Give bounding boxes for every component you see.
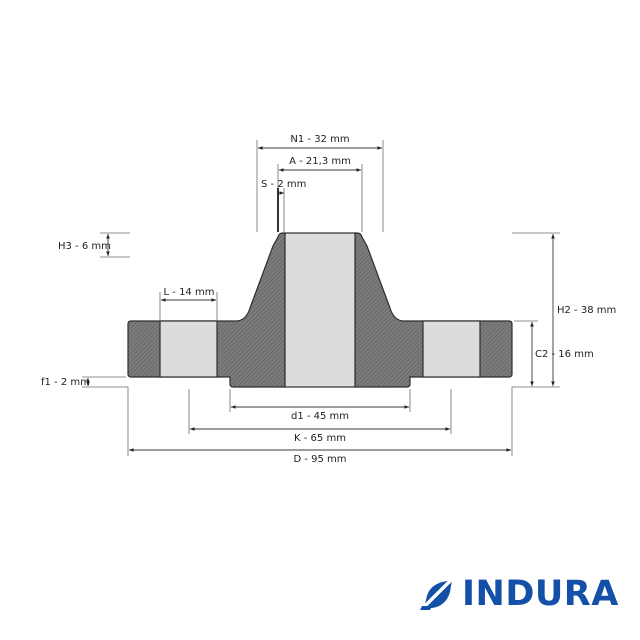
dim-label-d: D - 95 mm [293,454,346,465]
dim-label-l: L - 14 mm [164,287,215,298]
bolt-hole-left [159,320,218,378]
bore [284,232,356,388]
bolt-hole-right [422,320,481,378]
flange-section [127,232,513,388]
dim-label-c2: C2 - 16 mm [535,349,594,360]
dim-label-d1: d1 - 45 mm [291,411,349,422]
extension-lines [82,140,560,456]
dim-label-a: A - 21,3 mm [289,156,351,167]
brand-name: INDURA [462,574,619,614]
dimension-lines [86,146,555,452]
indura-logo: INDURA [420,574,619,614]
dim-label-n1: N1 - 32 mm [290,134,349,145]
dim-label-s: S - 2 mm [261,179,306,190]
dim-label-f1: f1 - 2 mm [41,377,90,388]
dim-label-h2: H2 - 38 mm [557,305,616,316]
dim-label-k: K - 65 mm [294,433,346,444]
dim-label-h3: H3 - 6 mm [58,241,111,252]
indura-logo-icon [420,578,454,610]
